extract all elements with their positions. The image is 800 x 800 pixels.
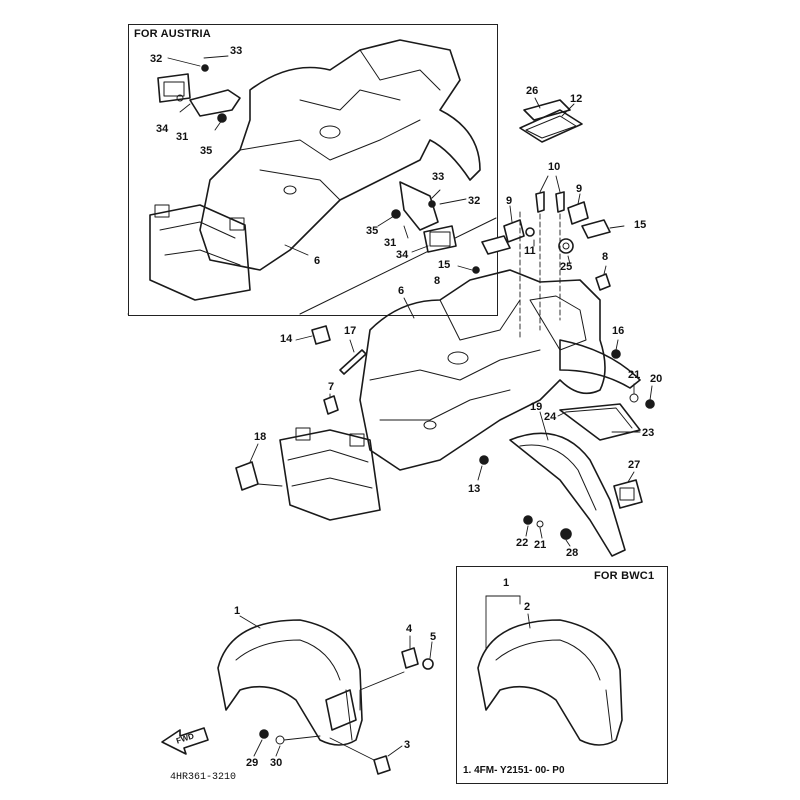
callout-22: 22 (516, 537, 529, 549)
bwc1-inset-title: FOR BWC1 (594, 570, 655, 582)
callout-14: 14 (280, 333, 293, 345)
callout-16: 16 (612, 325, 625, 337)
callout-17: 17 (344, 325, 357, 337)
part-13-nut (479, 455, 489, 465)
part-14-clip (311, 325, 331, 345)
callout-9-right: 9 (576, 183, 583, 195)
bwc1-part-note: 1. 4FM- Y2151- 00- P0 (463, 765, 565, 776)
austria-inset-panel (128, 24, 498, 316)
callout-19: 19 (530, 401, 543, 413)
callout-10: 10 (548, 161, 561, 173)
callout-35-inset: 35 (200, 145, 213, 157)
callout-13: 13 (468, 483, 481, 495)
callout-33-inset: 33 (230, 45, 243, 57)
callout-9-left: 9 (506, 195, 513, 207)
callout-34-inset-right: 34 (396, 249, 409, 261)
callout-29: 29 (246, 757, 259, 769)
callout-12: 12 (570, 93, 583, 105)
callout-18: 18 (254, 431, 267, 443)
callout-8-right: 8 (602, 251, 609, 263)
rear-flap (509, 403, 643, 557)
main-rear-fender (359, 269, 641, 471)
callout-23: 23 (642, 427, 655, 439)
callout-15-left: 15 (438, 259, 451, 271)
callout-34-inset: 34 (156, 123, 169, 135)
callout-4: 4 (406, 623, 413, 635)
callout-30: 30 (270, 757, 283, 769)
callout-5: 5 (430, 631, 437, 643)
callout-21-lower: 21 (534, 539, 547, 551)
callout-32-inset: 32 (150, 53, 163, 65)
callout-8-left: 8 (434, 275, 441, 287)
callout-33-inset-right: 33 (432, 171, 445, 183)
part-17-seal (339, 349, 367, 375)
callout-15-right: 15 (634, 219, 647, 231)
callout-1-bwc1: 1 (503, 577, 510, 589)
part-7-bolt (323, 395, 339, 415)
austria-inset-title: FOR AUSTRIA (134, 28, 211, 40)
callout-27: 27 (628, 459, 641, 471)
callout-2-bwc1: 2 (524, 601, 531, 613)
callout-11: 11 (524, 245, 536, 257)
callout-1-front-fender: 1 (234, 605, 241, 617)
small-parts-upper-right (457, 97, 625, 341)
front-fender (217, 615, 434, 775)
drawing-code: 4HR361-3210 (170, 772, 237, 783)
callout-21-right: 21 (628, 369, 641, 381)
callout-6-inset: 6 (314, 255, 321, 267)
callout-25: 25 (560, 261, 573, 273)
callout-31-inset-right: 31 (384, 237, 397, 249)
callout-7: 7 (328, 381, 335, 393)
callout-24: 24 (544, 411, 557, 423)
callout-20: 20 (650, 373, 663, 385)
callout-32-inset-right: 32 (468, 195, 481, 207)
main-battery-box (235, 427, 381, 521)
callout-31-inset: 31 (176, 131, 189, 143)
bwc1-inset-panel (456, 566, 668, 784)
austria-fender-assembly (149, 39, 481, 301)
callout-3: 3 (404, 739, 411, 751)
fwd-arrow-icon (161, 727, 209, 755)
callout-35-inset-right: 35 (366, 225, 379, 237)
callout-26: 26 (526, 85, 539, 97)
callout-6-main: 6 (398, 285, 405, 297)
bwc1-front-fender (477, 595, 623, 746)
inset-divider-line (299, 217, 497, 315)
callout-28: 28 (566, 547, 579, 559)
